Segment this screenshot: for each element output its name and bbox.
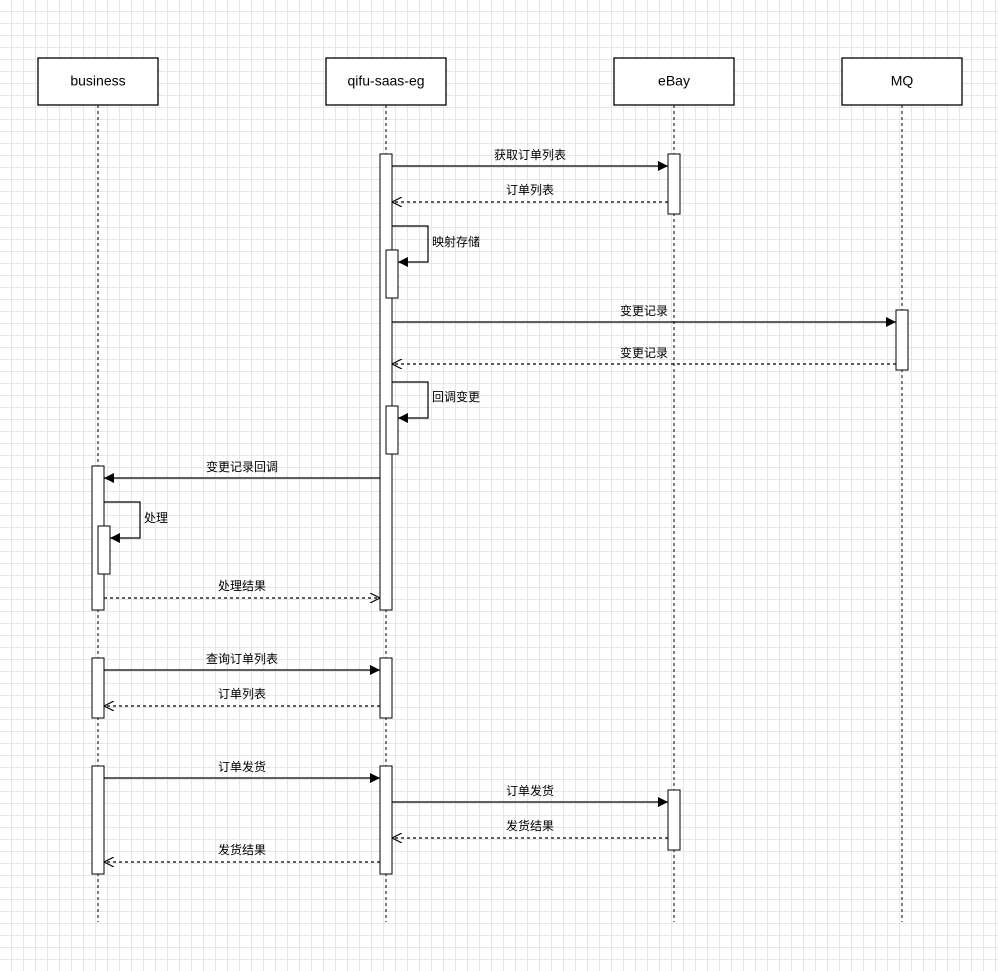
activation-bar-ebay xyxy=(667,789,681,851)
message-label: 查询订单列表 xyxy=(206,652,278,666)
activation-bar-mq xyxy=(895,309,909,371)
message-label: 处理结果 xyxy=(218,579,266,593)
self-message-arrow xyxy=(392,381,429,423)
message-label: 订单列表 xyxy=(218,687,266,701)
actor-mq[interactable]: MQ xyxy=(841,57,963,106)
message-label: 订单列表 xyxy=(506,183,554,197)
activation-bar-qifu xyxy=(379,765,393,875)
actor-ebay[interactable]: eBay xyxy=(613,57,735,106)
message-label: 变更记录 xyxy=(620,303,668,318)
message-label: 映射存储 xyxy=(432,234,480,249)
self-message-arrow xyxy=(392,225,429,267)
activation-bar-ebay xyxy=(667,153,681,215)
actor-label: MQ xyxy=(891,73,914,89)
activation-bar-qifu xyxy=(379,657,393,719)
message-label: 回调变更 xyxy=(432,389,480,404)
activation-bar-qifu-nested xyxy=(385,405,399,455)
message-label: 订单发货 xyxy=(506,783,554,798)
self-message-arrow xyxy=(104,501,141,543)
message-label: 发货结果 xyxy=(506,818,554,833)
actor-business[interactable]: business xyxy=(37,57,159,106)
message-label: 变更记录回调 xyxy=(206,459,278,474)
message-label: 订单发货 xyxy=(218,759,266,774)
activation-bar-business xyxy=(91,657,105,719)
activation-bar-qifu xyxy=(379,153,393,611)
message-label: 变更记录 xyxy=(620,345,668,360)
actor-qifu-saas-eg[interactable]: qifu-saas-eg xyxy=(325,57,447,106)
activation-bar-business xyxy=(91,765,105,875)
actor-label: qifu-saas-eg xyxy=(347,73,424,89)
activation-bar-business-nested xyxy=(97,525,111,575)
actor-label: business xyxy=(70,73,125,89)
message-label: 发货结果 xyxy=(218,842,266,857)
message-label: 处理 xyxy=(144,511,168,525)
message-label: 获取订单列表 xyxy=(494,148,566,162)
activation-bar-qifu-nested xyxy=(385,249,399,299)
actor-label: eBay xyxy=(658,73,690,89)
